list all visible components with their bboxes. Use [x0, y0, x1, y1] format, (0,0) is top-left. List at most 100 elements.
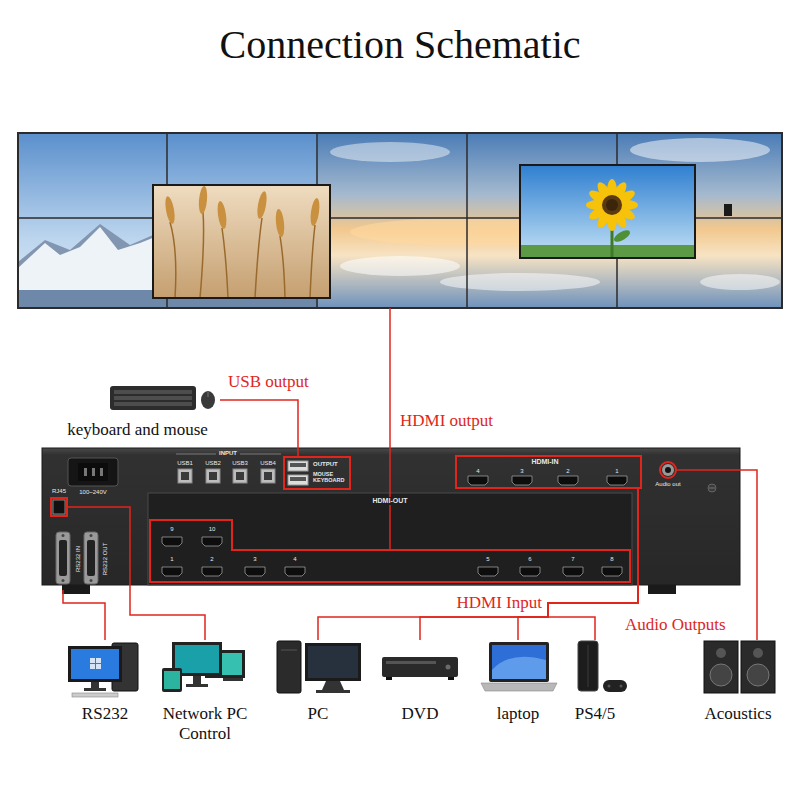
port-label: 8	[610, 556, 613, 563]
wheat-window-part	[170, 212, 315, 298]
keyboard-icon-part	[114, 402, 192, 406]
video-wall-part	[330, 142, 450, 162]
hdmi-port-part	[602, 567, 622, 576]
speaker-icon	[704, 641, 775, 693]
text-slot: MOUSE KEYBOARD	[313, 471, 349, 484]
hdmi-port-part	[520, 567, 540, 576]
network-pc-device: Network PC Control	[152, 640, 258, 746]
pc-icon-part	[308, 646, 358, 678]
video-wall-part	[318, 133, 782, 308]
device-rear-panel-body-part-part	[176, 454, 216, 455]
audio-output-jack: Audio out	[659, 461, 677, 479]
text-slot: HDMI-IN	[531, 458, 558, 466]
text-slot: Network PC Control	[155, 704, 255, 743]
hdmi-port-part	[162, 567, 182, 576]
connector-wire	[318, 489, 638, 640]
device-label: keyboard and mouse	[67, 420, 208, 440]
text-slot: Connection Schematic	[219, 22, 580, 68]
port-label: 4	[293, 556, 296, 563]
dvd-icon-part	[448, 677, 454, 680]
wheat-window-part-part	[198, 186, 208, 215]
text-slot: 6	[528, 556, 531, 563]
device-rear-panel-body-part	[665, 467, 671, 473]
keyboard-mouse-device: keyboard and mouse	[55, 380, 220, 442]
sunflower-window-part	[612, 228, 632, 244]
sunflower-window-part	[606, 199, 618, 211]
speaker-icon-part	[710, 664, 732, 686]
hdmi-port-part	[563, 567, 583, 576]
text-slot: 4	[293, 556, 296, 563]
text-slot: DVD	[402, 704, 439, 724]
port-label: USB2	[205, 460, 221, 467]
device-rear-panel-body-part	[53, 500, 65, 514]
console-icon	[578, 641, 627, 692]
wheat-window-part-part	[310, 225, 315, 298]
sunflower-window-part	[586, 179, 638, 231]
db9-connector	[56, 532, 98, 584]
computer-device: RS232	[60, 640, 150, 732]
port-label: USB1	[177, 460, 193, 467]
device-label: PS4/5	[575, 704, 616, 724]
port-label: 9	[170, 526, 173, 533]
device-rear-panel-body-part	[648, 585, 676, 594]
port-label: 1	[615, 468, 618, 475]
rs232-port: RS232 INRS232 OUT	[52, 527, 112, 590]
hdmi-port-part	[512, 476, 532, 485]
port-label: 6	[528, 556, 531, 563]
computer-icon-part	[90, 658, 95, 663]
keyboard-icon-part	[208, 392, 209, 397]
device-rear-panel-body	[42, 308, 740, 594]
usb-a-port-part	[288, 475, 308, 485]
computer-icon	[68, 643, 138, 697]
wheat-window-part-part	[170, 222, 176, 298]
hdmi-port-part	[202, 567, 222, 576]
text-slot: USB4	[260, 460, 276, 467]
hdmi-input-port: HDMI-IN4321	[455, 455, 642, 489]
text-slot: 5	[486, 556, 489, 563]
hdmi-port-part	[558, 476, 578, 485]
port-label: 7	[571, 556, 574, 563]
hdmi-port-part	[245, 567, 265, 576]
pc-icon-part	[305, 643, 361, 681]
laptop-icon-part	[481, 683, 557, 691]
wheat-window-part	[153, 185, 330, 298]
video-wall-part	[724, 204, 732, 216]
wheat-window	[153, 185, 330, 298]
connector-wire	[63, 590, 105, 640]
hdmi-port-part	[468, 476, 488, 485]
text-slot: 10	[209, 526, 216, 533]
db9-connector-part	[62, 579, 65, 582]
usb-b-port-part	[261, 469, 275, 483]
wheat-window-part-part	[280, 236, 285, 298]
device-rear-panel-body-part	[42, 448, 740, 585]
connector-wire	[220, 400, 298, 456]
laptop-icon-part	[492, 657, 546, 679]
text-slot: RS232 OUT	[102, 543, 109, 576]
computer-icon-part	[96, 658, 101, 663]
text-slot: HDMI Input	[457, 593, 542, 613]
pc-icon-part	[322, 681, 344, 690]
wheat-window-part-part	[255, 218, 262, 298]
device-label: Acoustics	[704, 704, 771, 724]
console-icon-part	[603, 680, 627, 692]
port-label: 2	[566, 468, 569, 475]
device-icons	[68, 386, 775, 697]
text-slot: HDMI-OUT	[371, 497, 410, 505]
port-label: 10	[209, 526, 216, 533]
pc-icon-part	[281, 650, 297, 651]
port-label: USB3	[232, 460, 248, 467]
connector-wire	[68, 507, 205, 640]
device-rear-panel-body-part	[62, 585, 90, 594]
text-slot: INPUT	[219, 450, 237, 457]
network-icon-part	[223, 678, 243, 681]
speaker-device: Acoustics	[695, 640, 781, 732]
text-slot: OUTPUT	[313, 461, 338, 468]
text-slot: 4	[476, 468, 479, 475]
text-slot: USB1	[177, 460, 193, 467]
wheat-window-part-part	[164, 196, 177, 225]
computer-icon-part	[84, 688, 106, 691]
usb-a-port	[288, 461, 308, 485]
video-wall-part	[440, 273, 600, 291]
